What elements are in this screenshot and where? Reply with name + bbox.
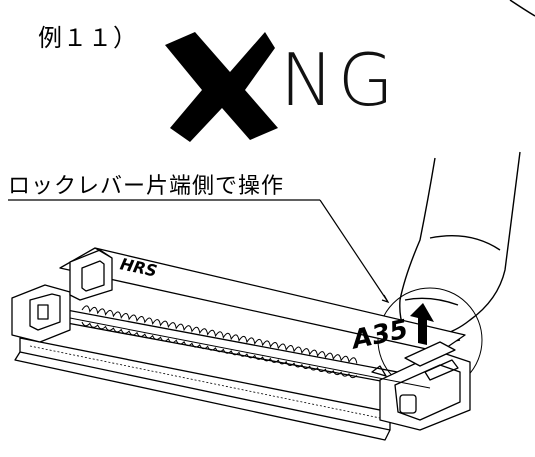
cross-mark-icon xyxy=(165,32,278,142)
callout-leader xyxy=(8,199,390,304)
callout-text: ロックレバー片端側で操作 xyxy=(8,174,285,199)
contact-pins xyxy=(69,305,431,389)
up-arrow-icon xyxy=(410,303,434,345)
page-corner-curve xyxy=(509,0,535,17)
verdict-text: NG xyxy=(280,38,398,122)
connector-body xyxy=(11,247,471,441)
example-label: 例１１） xyxy=(38,24,138,52)
